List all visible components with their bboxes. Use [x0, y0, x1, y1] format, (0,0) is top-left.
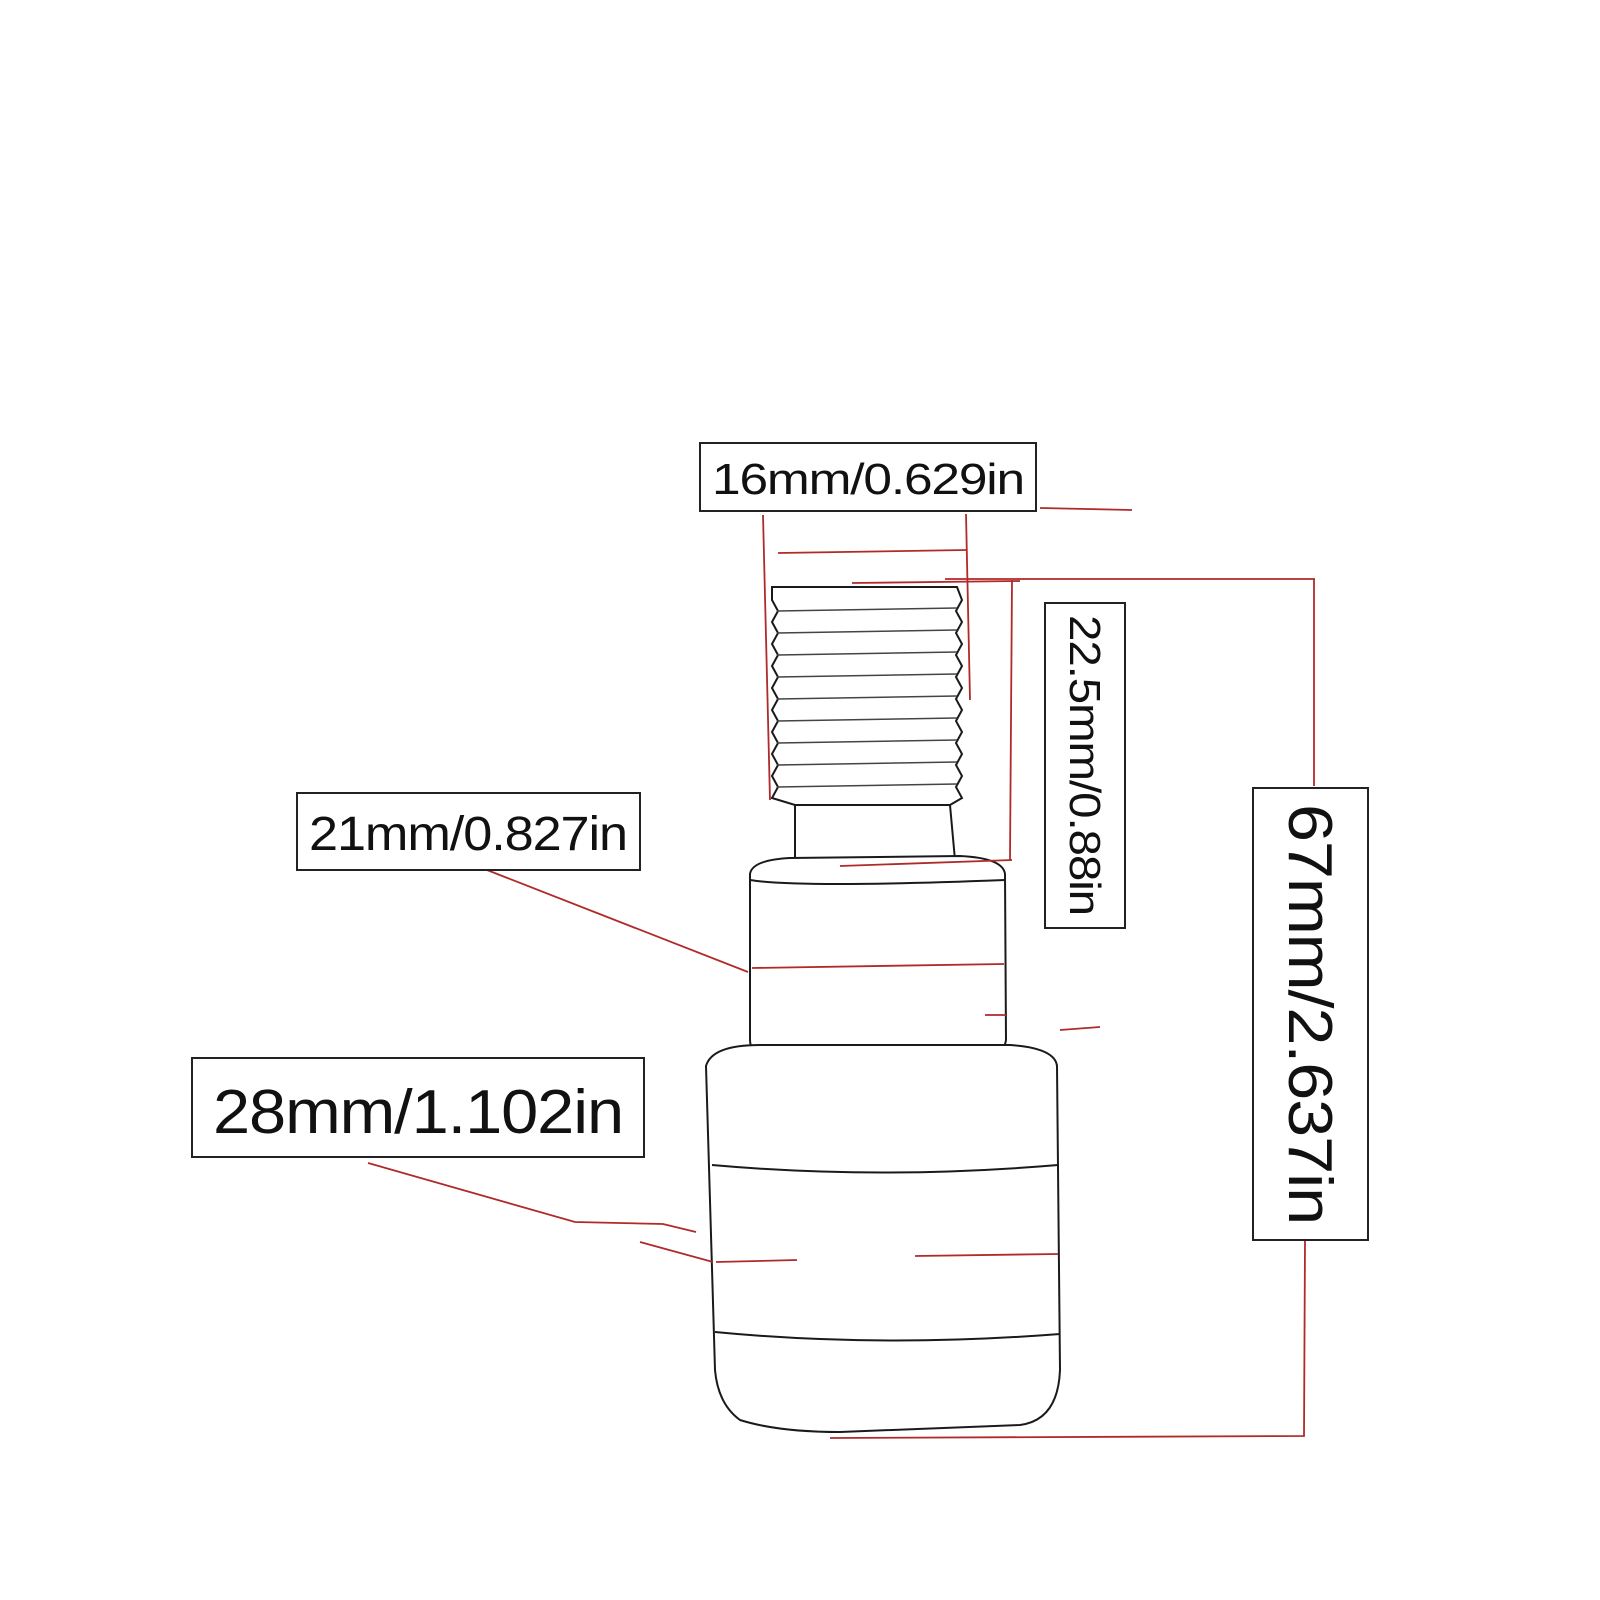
base-diameter-leader [367, 1162, 1059, 1263]
middle-collar-top-edge [749, 879, 1006, 885]
base-band-upper [711, 1164, 1059, 1174]
base-diameter-text: 28mm/1.102in [213, 1078, 623, 1147]
total-length-vertical-lower [829, 1239, 1306, 1439]
thread-ext-left [762, 514, 771, 801]
middle-collar [749, 854, 1008, 1063]
thread-diameter-label: 16mm/0.629in [699, 442, 1037, 512]
base-diameter-pointer [367, 1162, 697, 1233]
thread-lines [776, 607, 958, 788]
total-length-label: 67mm/2.637in [1252, 787, 1369, 1241]
dimension-leaders [367, 507, 1315, 1439]
base-diameter-line-left [715, 1259, 798, 1263]
middle-diameter-pointer [486, 869, 749, 973]
thread-length-top [851, 580, 1021, 584]
threaded-stud [770, 586, 964, 861]
middle-diameter-text: 21mm/0.827in [309, 808, 627, 861]
base-diameter-pointer-2 [639, 1241, 714, 1263]
thread-length-label: 22.5mm/0.88in [1044, 602, 1126, 929]
base-diameter-label: 28mm/1.102in [191, 1057, 645, 1158]
dimension-labels: 16mm/0.629in 22.5mm/0.88in 21mm/0.827in … [191, 442, 1369, 1241]
total-length-text: 67mm/2.637in [1275, 804, 1344, 1224]
middle-diameter-leader [486, 869, 1006, 1016]
thread-length-vertical [1009, 579, 1013, 861]
total-length-leader [829, 578, 1315, 1439]
middle-diameter-line [751, 963, 1005, 969]
thread-length-text: 22.5mm/0.88in [1060, 615, 1109, 915]
thread-length-leader [839, 579, 1101, 1031]
middle-collar-body [749, 854, 1008, 1063]
base-band-lower [714, 1331, 1061, 1342]
base-diameter-line-right [914, 1253, 1059, 1257]
thread-diameter-leader [762, 507, 1133, 801]
thread-diameter-text: 16mm/0.629in [712, 455, 1024, 504]
thread-ext-right [965, 513, 971, 701]
thread-label-underline [1039, 507, 1133, 511]
base-body-outline [704, 1044, 1062, 1434]
base-body [704, 1044, 1062, 1434]
middle-diameter-label: 21mm/0.827in [296, 792, 641, 871]
part-drawing [704, 586, 1062, 1434]
thread-dim-line [777, 549, 967, 554]
thread-length-tick [1059, 1026, 1101, 1031]
thread-length-bottom [839, 859, 1013, 867]
stud-neck [794, 804, 957, 861]
